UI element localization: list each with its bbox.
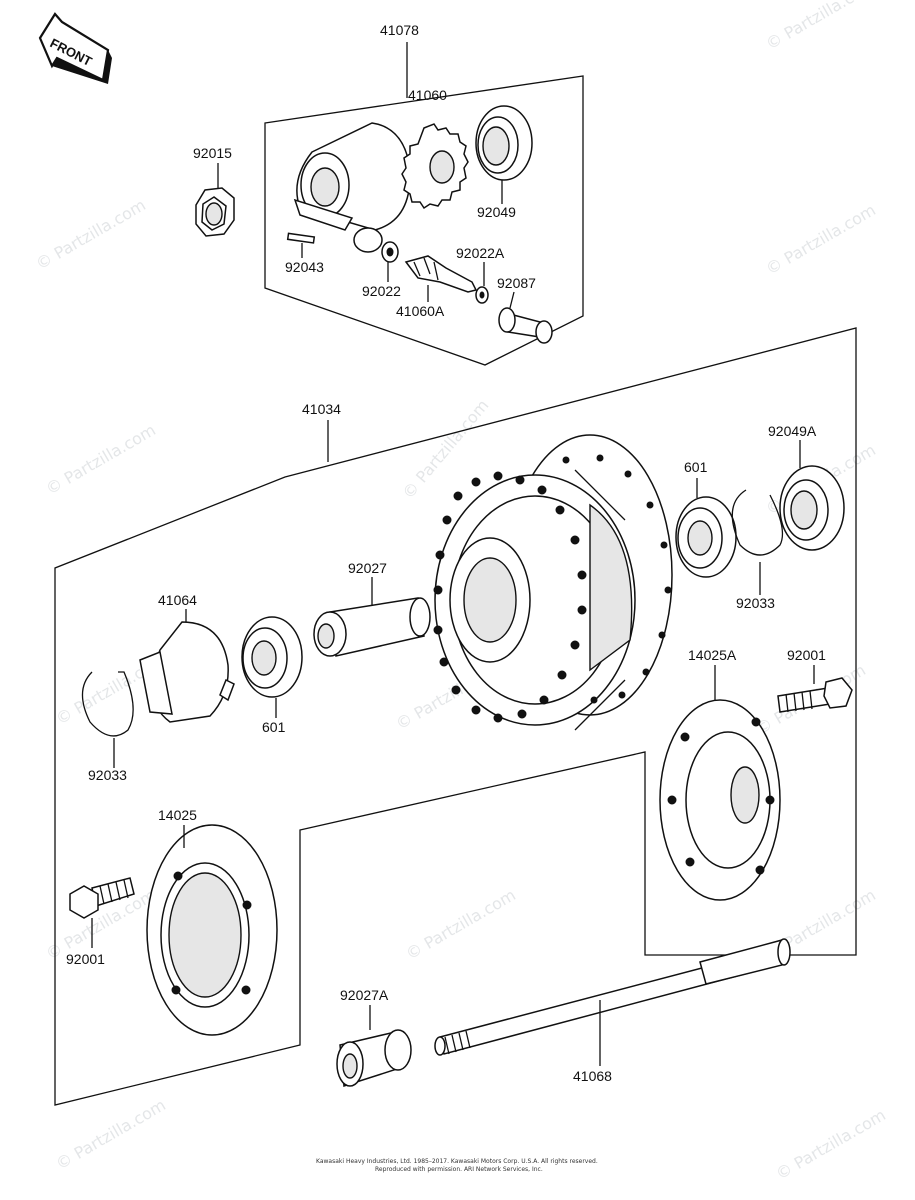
callout-92015: 92015: [193, 145, 232, 161]
oil-seal-92049: [475, 105, 533, 181]
speedometer-gear-housing: [293, 122, 411, 231]
flange-14025: [146, 824, 278, 1036]
kit-box-41078: [264, 75, 584, 366]
callout-92049: 92049: [477, 204, 516, 220]
watermark: © Partzilla.com: [399, 396, 493, 503]
oil-seal-92049A: [779, 465, 845, 551]
callout-92087: 92087: [497, 275, 536, 291]
bushing-92087: [498, 307, 553, 344]
spacer-92027: [313, 597, 431, 657]
callout-14025A: 14025A: [688, 647, 737, 663]
speedometer-gear-41060: [401, 123, 469, 210]
watermark: © Partzilla.com: [403, 885, 519, 963]
collar: [353, 227, 383, 253]
callout-41064: 41064: [158, 592, 197, 608]
callout-41034: 41034: [302, 401, 341, 417]
callout-92043: 92043: [285, 259, 324, 275]
callout-92027A: 92027A: [340, 987, 389, 1003]
watermark: © Partzilla.com: [43, 420, 159, 498]
callout-92022A: 92022A: [456, 245, 505, 261]
callout-92027: 92027: [348, 560, 387, 576]
callout-41060A: 41060A: [396, 303, 445, 319]
front-arrow-icon: FRONT: [38, 12, 112, 84]
callout-601-left: 601: [262, 719, 286, 735]
callout-92001-left: 92001: [66, 951, 105, 967]
collar-92027A: [336, 1029, 412, 1087]
callout-601-right: 601: [684, 459, 708, 475]
callout-14025: 14025: [158, 807, 197, 823]
copyright-line-1: Kawasaki Heavy Industries, Ltd. 1985–201…: [316, 1158, 598, 1165]
washer-92022: [381, 241, 399, 263]
washer-92022A: [475, 286, 489, 304]
watermark: © Partzilla.com: [33, 195, 149, 273]
watermark: © Partzilla.com: [773, 1105, 889, 1183]
nut-92015: [195, 187, 235, 237]
copyright-line-2: Reproduced with permission. ARI Network …: [375, 1166, 543, 1173]
bolt-92001-left: [69, 877, 135, 919]
pin-92043: [286, 232, 316, 244]
gear-coupling-41064: [139, 621, 235, 723]
watermark: © Partzilla.com: [53, 1095, 169, 1173]
callout-41068: 41068: [573, 1068, 612, 1084]
axle-41068: [434, 938, 791, 1056]
wheel-hub-disc: [434, 434, 673, 731]
watermark: © Partzilla.com: [763, 200, 879, 278]
bearing-601-left: [241, 616, 303, 698]
callout-92022: 92022: [362, 283, 401, 299]
callout-92049A: 92049A: [768, 423, 817, 439]
callout-92033-left: 92033: [88, 767, 127, 783]
watermark: © Partzilla.com: [763, 0, 879, 53]
callout-92033-right: 92033: [736, 595, 775, 611]
flange-14025A: [659, 699, 781, 901]
bearing-601-right: [675, 496, 737, 578]
callout-41060: 41060: [408, 87, 447, 103]
circlip-92033-right: [731, 489, 784, 556]
callout-92001-right: 92001: [787, 647, 826, 663]
circlip-92033-left: [81, 671, 134, 737]
bolt-92001-right: [777, 677, 853, 713]
speedometer-pinion-41060A: [404, 255, 478, 293]
disc-bolt-holes: [433, 454, 672, 723]
hub-assembly-box-41034: [54, 327, 857, 1106]
callout-41078: 41078: [380, 22, 419, 38]
